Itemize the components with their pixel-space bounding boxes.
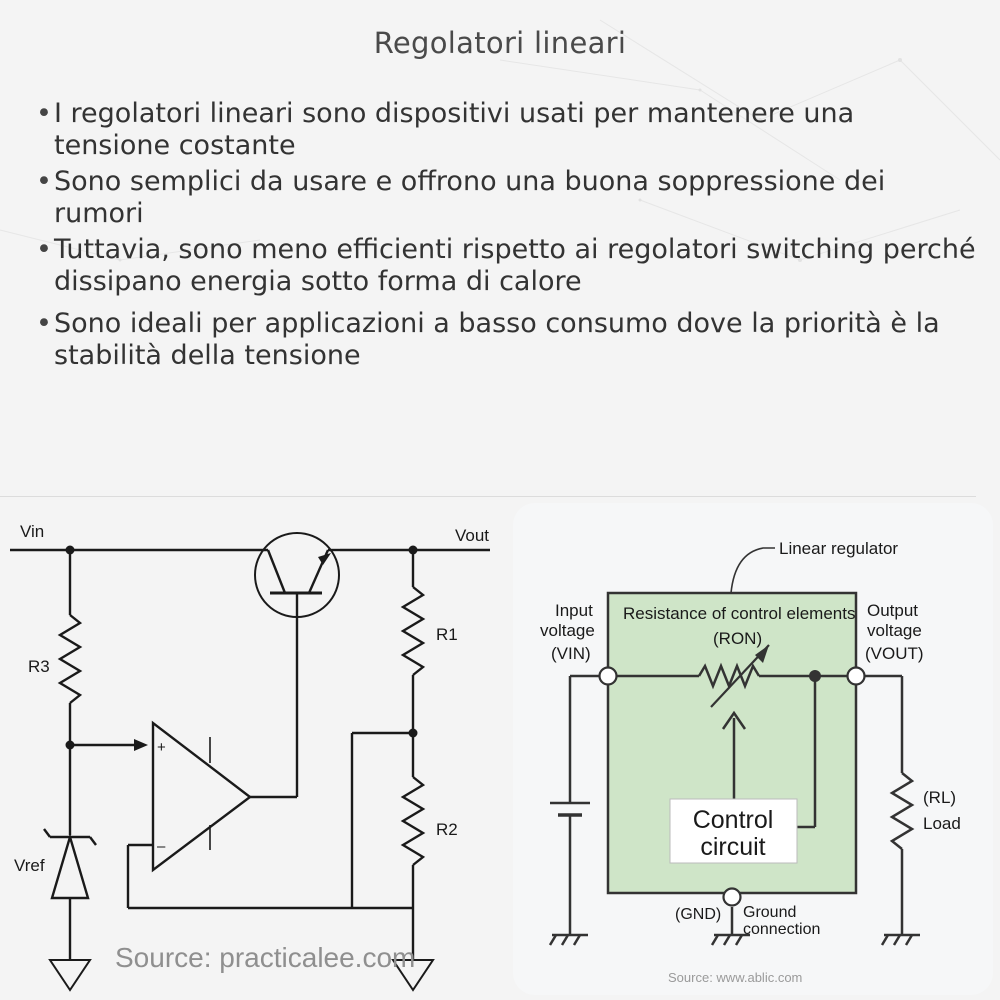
right-source-credit: Source: www.ablic.com [668,970,802,985]
bullet-item: Tuttavia, sono meno efficienti rispetto … [36,234,976,298]
right-diagram-panel: Linear regulator Input voltage (VIN) Res… [513,503,993,995]
control-circuit-box [669,798,798,864]
r3-label: R3 [28,657,50,676]
opamp-plus-label: + [157,739,166,756]
control-label-line2: circuit [700,833,765,861]
r2-label: R2 [436,820,458,839]
rl-label: (RL) [923,788,956,807]
input-label-line2: voltage [540,621,595,640]
bullet-item: I regolatori lineari sono dispositivi us… [36,98,976,162]
vref-label: Vref [14,856,45,875]
ground-label-line2: connection [743,921,820,938]
vin-label: Vin [20,522,44,541]
linear-regulator-block-diagram: Linear regulator Input voltage (VIN) Res… [540,539,961,985]
left-source-credit: Source: practicalee.com [115,942,415,973]
page-title: Regolatori lineari [373,26,627,60]
bullet-item: Sono ideali per applicazioni a basso con… [36,308,976,372]
vout-label: Vout [455,526,489,545]
gnd-label: (GND) [675,906,721,923]
linear-regulator-label: Linear regulator [779,539,898,558]
bullet-list: I regolatori lineari sono dispositivi us… [36,98,976,376]
linear-regulator-schematic: Vin Vout R1 R2 R3 Vref + – Source: pract… [10,522,490,992]
r1-label: R1 [436,625,458,644]
ground-label-line1: Ground [743,904,796,921]
resistance-label-line2: (RON) [713,629,762,648]
resistance-label-line1: Resistance of control elements [623,604,855,623]
control-label-line1: Control [693,806,774,834]
section-divider [0,496,976,497]
bullet-item: Sono semplici da usare e offrono una buo… [36,166,976,230]
opamp-minus-label: – [157,838,166,855]
output-label-line1: Output [867,601,918,620]
load-label: Load [923,814,961,833]
input-label-line3: (VIN) [551,644,591,663]
input-label-line1: Input [555,601,593,620]
output-label-line2: voltage [867,621,922,640]
output-label-line3: (VOUT) [865,644,924,663]
